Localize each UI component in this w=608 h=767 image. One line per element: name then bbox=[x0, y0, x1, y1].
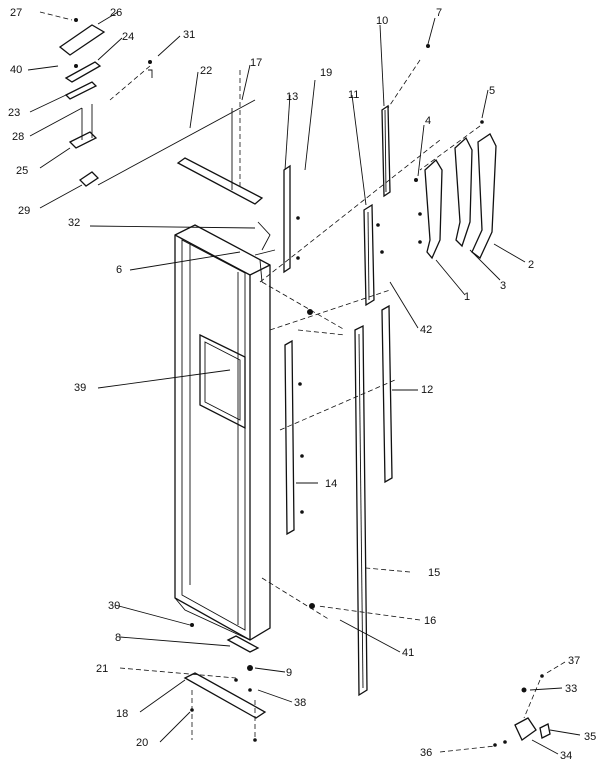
label-41: 41 bbox=[402, 647, 414, 659]
label-18: 18 bbox=[116, 708, 128, 720]
label-13: 13 bbox=[286, 91, 298, 103]
assembly-lines bbox=[254, 139, 441, 621]
label-32: 32 bbox=[68, 217, 80, 229]
bottom-hinge-assembly bbox=[183, 623, 267, 742]
dispenser-window bbox=[199, 333, 246, 430]
label-38: 38 bbox=[294, 697, 306, 709]
label-14: 14 bbox=[325, 478, 337, 490]
label-36: 36 bbox=[420, 747, 432, 759]
label-20: 20 bbox=[136, 737, 148, 749]
label-21: 21 bbox=[96, 663, 108, 675]
label-19: 19 bbox=[320, 67, 332, 79]
label-24: 24 bbox=[122, 31, 134, 43]
label-34: 34 bbox=[560, 750, 572, 762]
label-12: 12 bbox=[421, 384, 433, 396]
lower-right-hinge bbox=[493, 674, 551, 747]
label-7: 7 bbox=[436, 7, 442, 19]
label-11: 11 bbox=[348, 89, 359, 101]
label-26: 26 bbox=[110, 7, 122, 19]
label-10: 10 bbox=[376, 15, 388, 27]
label-8: 8 bbox=[115, 632, 121, 644]
center-channel-strip bbox=[363, 203, 384, 307]
label-4: 4 bbox=[425, 115, 431, 127]
part-labels: 27 26 24 31 40 22 17 23 28 25 29 32 6 13… bbox=[8, 7, 596, 762]
label-27: 27 bbox=[10, 7, 22, 19]
label-25: 25 bbox=[16, 165, 28, 177]
label-31: 31 bbox=[183, 29, 195, 41]
label-28: 28 bbox=[12, 131, 24, 143]
label-37: 37 bbox=[568, 655, 580, 667]
door-panel bbox=[174, 224, 271, 641]
label-29: 29 bbox=[18, 205, 30, 217]
handle-brackets bbox=[414, 120, 497, 260]
top-hinge-assembly bbox=[58, 18, 256, 187]
label-39: 39 bbox=[74, 382, 86, 394]
vertical-handle-strip bbox=[381, 44, 430, 198]
label-35: 35 bbox=[584, 731, 596, 743]
label-9: 9 bbox=[286, 667, 292, 679]
top-bracket bbox=[176, 70, 264, 205]
label-22: 22 bbox=[200, 65, 212, 77]
label-3: 3 bbox=[500, 280, 506, 292]
label-17: 17 bbox=[250, 57, 262, 69]
label-16: 16 bbox=[424, 615, 436, 627]
label-5: 5 bbox=[489, 85, 495, 97]
right-trim-strip bbox=[381, 304, 393, 484]
label-15: 15 bbox=[428, 567, 440, 579]
label-40: 40 bbox=[10, 64, 22, 76]
label-6: 6 bbox=[116, 264, 122, 276]
lower-inner-strip bbox=[284, 339, 304, 536]
leader-lines bbox=[27, 11, 581, 755]
label-33: 33 bbox=[565, 683, 577, 695]
label-2: 2 bbox=[528, 259, 534, 271]
left-trim-strip bbox=[283, 164, 300, 274]
label-30: 30 bbox=[108, 600, 120, 612]
long-side-trim bbox=[354, 324, 368, 697]
label-1: 1 bbox=[464, 291, 470, 303]
label-23: 23 bbox=[8, 107, 20, 119]
label-42: 42 bbox=[420, 324, 432, 336]
